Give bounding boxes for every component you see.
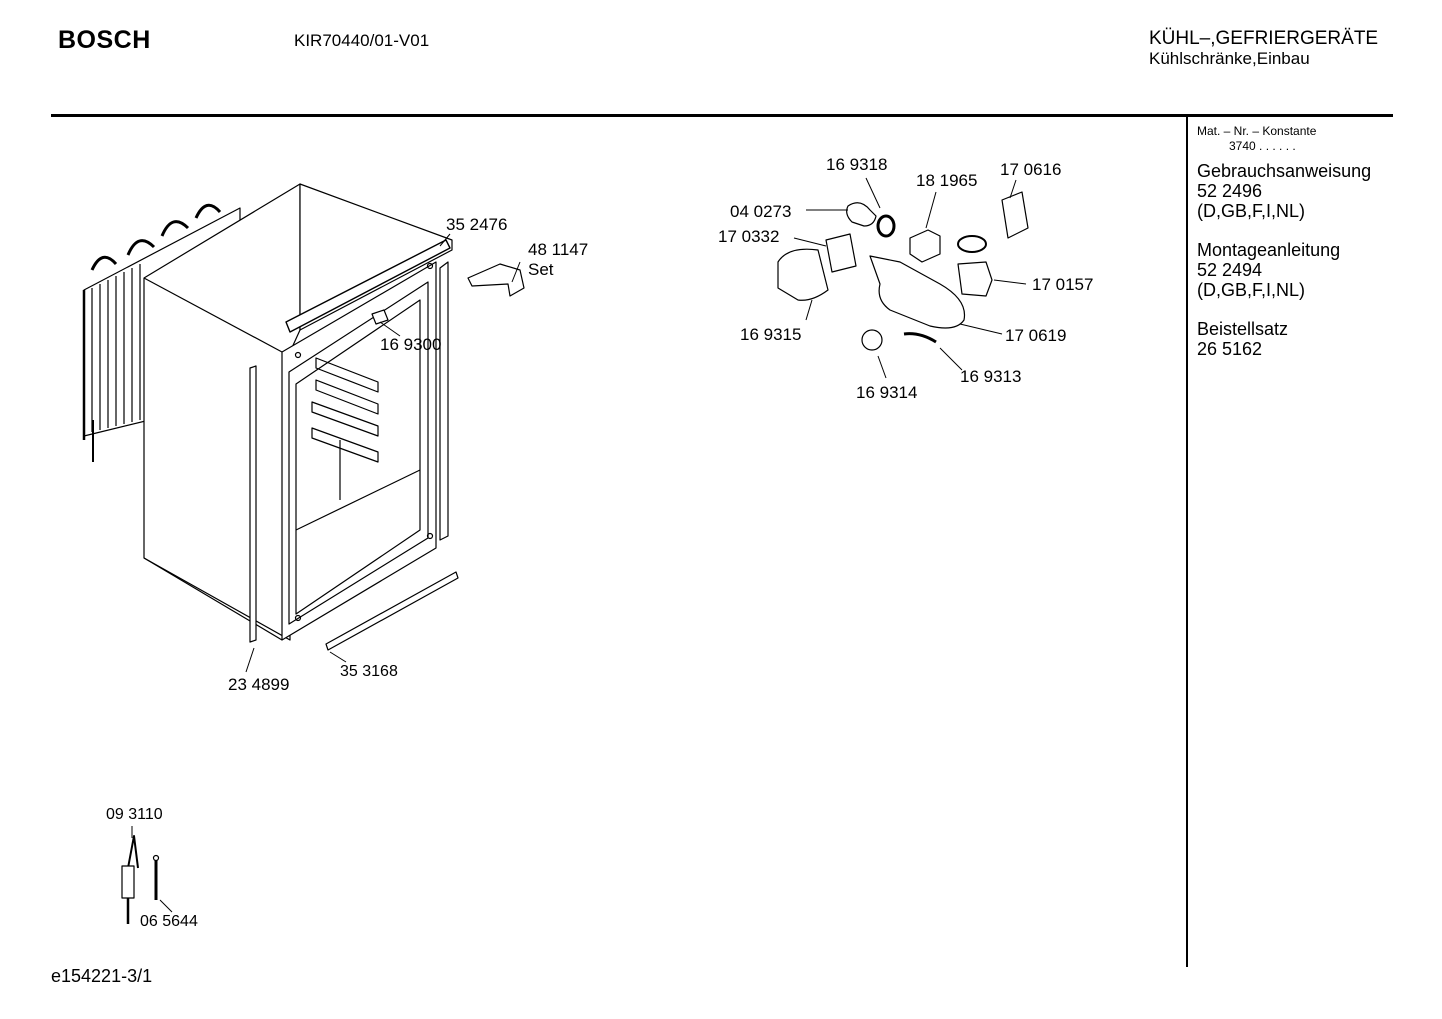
part-label: 09 3110 — [106, 806, 163, 823]
model-number: KIR70440/01-V01 — [294, 31, 430, 50]
part-label: 16 9318 — [826, 155, 887, 174]
document-entry: Montageanleitung 52 2494 (D,GB,F,I,NL) — [1197, 240, 1371, 300]
konstante-value: 3740 . . . . . . — [1229, 139, 1296, 153]
document-title: Gebrauchsanweisung — [1197, 161, 1372, 181]
document-title: Montageanleitung — [1197, 240, 1341, 260]
drawing-id: e154221-3/1 — [51, 966, 153, 986]
cabinet-illustration — [143, 183, 453, 641]
part-label: 16 9313 — [960, 367, 1021, 386]
category-title: KÜHL–,GEFRIERGERÄTE — [1149, 28, 1379, 49]
sidebar-divider — [1186, 116, 1188, 967]
part-label: 18 1965 — [916, 171, 977, 190]
konstante-label: Mat. – Nr. – Konstante — [1197, 124, 1317, 138]
part-label: 35 2476 — [446, 215, 507, 234]
document-title: Beistellsatz — [1197, 319, 1289, 339]
document-languages: (D,GB,F,I,NL) — [1197, 201, 1306, 221]
side-trim-strip — [249, 365, 257, 643]
part-label: 17 0332 — [718, 227, 779, 246]
side-trim-strip-right — [439, 261, 449, 541]
leader-lines — [131, 177, 1027, 913]
document-number: 52 2496 — [1197, 181, 1263, 201]
part-label: 16 9300 — [380, 335, 441, 354]
header-divider — [51, 114, 1393, 117]
sidebar: Mat. – Nr. – Konstante 3740 . . . . . . … — [1197, 124, 1371, 359]
part-label: 23 4899 — [228, 675, 289, 694]
part-label: 17 0616 — [1000, 160, 1061, 179]
lamp-thermostat-assembly — [777, 191, 1029, 351]
document-number: 26 5162 — [1197, 339, 1263, 359]
part-label: 17 0619 — [1005, 326, 1066, 345]
clip-illustration — [371, 309, 389, 325]
hinge-set-illustration — [467, 263, 525, 297]
brand-logo: BOSCH — [58, 26, 151, 54]
category-subtitle: Kühlschränke,Einbau — [1149, 49, 1310, 68]
sensor-parts-illustration — [121, 835, 160, 924]
shelf-rails — [311, 357, 379, 463]
bottom-trim-strip — [325, 571, 459, 651]
document-entry: Beistellsatz 26 5162 — [1197, 319, 1371, 359]
document-entry: Gebrauchsanweisung 52 2496 (D,GB,F,I,NL) — [1197, 161, 1371, 221]
part-set-label: Set — [528, 260, 554, 279]
part-label: 06 5644 — [140, 913, 198, 930]
part-label: 04 0273 — [730, 202, 791, 221]
document-number: 52 2494 — [1197, 260, 1263, 280]
part-label: 35 3168 — [340, 663, 398, 680]
part-label: 16 9314 — [856, 383, 917, 402]
part-label: 48 1147 — [528, 240, 588, 259]
document-languages: (D,GB,F,I,NL) — [1197, 280, 1306, 300]
part-label: 16 9315 — [740, 325, 801, 344]
part-label: 17 0157 — [1032, 275, 1093, 294]
